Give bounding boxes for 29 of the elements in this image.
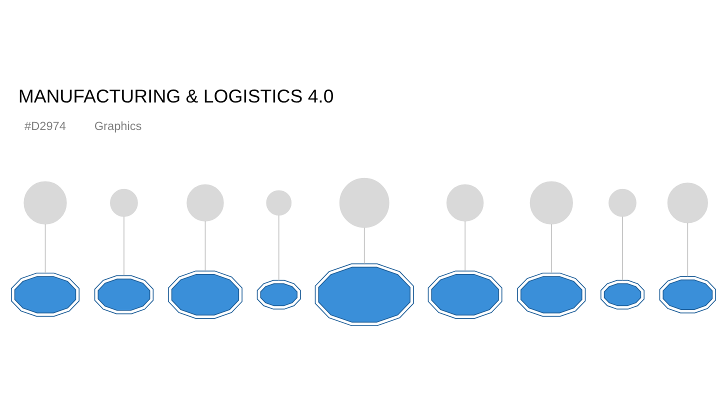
node-gear bbox=[428, 270, 502, 318]
node-gear bbox=[659, 276, 716, 313]
node-gear bbox=[517, 272, 586, 316]
connector bbox=[464, 220, 466, 271]
label: #D2974 bbox=[24, 118, 66, 132]
connector bbox=[364, 226, 365, 264]
node-circle bbox=[110, 188, 138, 216]
node-circle bbox=[667, 182, 708, 223]
node-circle bbox=[186, 184, 224, 221]
node-gear bbox=[10, 272, 80, 316]
node-gear bbox=[600, 279, 644, 310]
connector bbox=[204, 220, 206, 271]
node-gear bbox=[314, 262, 414, 326]
node-circle bbox=[266, 190, 292, 216]
node-gear bbox=[168, 270, 242, 318]
connector bbox=[622, 216, 623, 280]
node-gear bbox=[256, 279, 301, 310]
connector bbox=[44, 223, 46, 273]
connector bbox=[687, 222, 688, 276]
label: Graphics bbox=[94, 118, 142, 132]
connector bbox=[278, 214, 280, 280]
node-circle bbox=[339, 177, 390, 228]
node-circle bbox=[530, 180, 573, 224]
diagram-title: MANUFACTURING & LOGISTICS 4.0 bbox=[18, 85, 334, 106]
connector bbox=[550, 223, 552, 273]
node-circle bbox=[446, 184, 484, 221]
node-circle bbox=[24, 180, 67, 224]
node-gear bbox=[94, 274, 154, 314]
node-circle bbox=[608, 188, 636, 216]
